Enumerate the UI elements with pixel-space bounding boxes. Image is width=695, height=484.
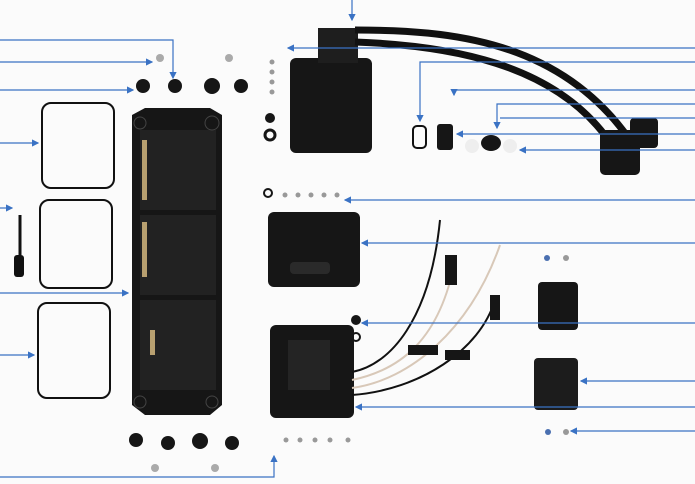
leader-line xyxy=(0,39,177,80)
bracket-upper xyxy=(538,282,578,330)
gasket-middle xyxy=(39,199,113,289)
grommets-top xyxy=(136,54,248,94)
leader-line xyxy=(0,454,278,478)
cable-harness xyxy=(351,219,501,396)
leader-line xyxy=(450,89,695,97)
grommets-bottom xyxy=(129,433,239,472)
leader-line xyxy=(416,61,695,123)
small-gasket xyxy=(412,125,427,149)
main-tray xyxy=(132,108,222,415)
gasket-top xyxy=(41,102,115,189)
top-module xyxy=(290,26,658,175)
oval-connector xyxy=(481,135,501,151)
connector-plate xyxy=(437,124,453,150)
gasket-bottom xyxy=(37,302,111,399)
leader-line xyxy=(493,103,695,130)
screws xyxy=(269,59,351,443)
parts xyxy=(14,26,658,472)
bottom-module xyxy=(270,325,354,418)
middle-module xyxy=(268,212,360,287)
bracket-lower xyxy=(534,358,578,410)
